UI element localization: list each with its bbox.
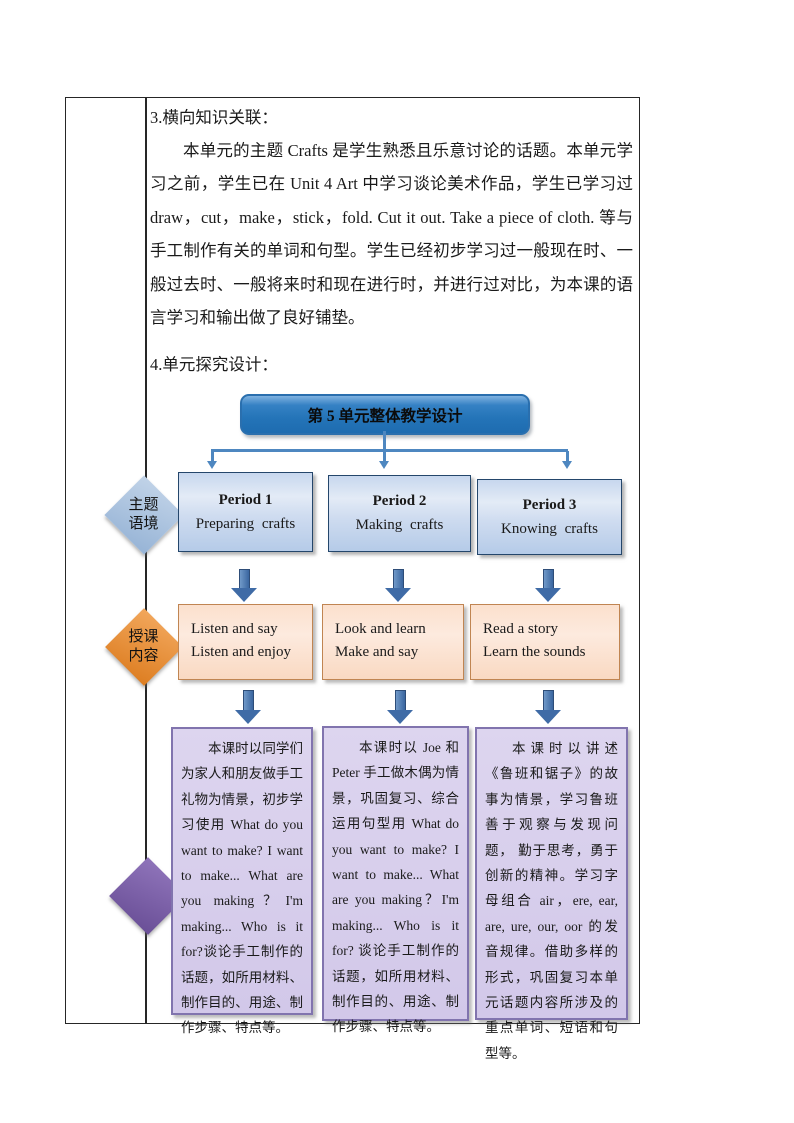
content-3-line2: Learn the sounds: [483, 644, 586, 660]
connector-drop-right: [566, 451, 569, 462]
teaching-content-label: 授课 内容: [105, 608, 182, 685]
connector-bar: [211, 449, 568, 452]
section-4-heading: 4.单元探究设计：: [150, 355, 278, 374]
content-2-line1: Look and learn: [335, 621, 426, 637]
period-2-subtitle: Making crafts: [355, 517, 444, 533]
content-2-line2: Make and say: [335, 644, 419, 660]
down-arrow-icon: [385, 569, 412, 602]
content-label-line2: 内容: [128, 647, 159, 664]
content-3-line1: Read a story: [483, 621, 558, 637]
theme-label-line2: 语境: [128, 515, 159, 532]
period-3-subtitle: Knowing crafts: [501, 520, 598, 537]
period-1-subtitle: Preparing crafts: [195, 515, 296, 532]
down-arrow-icon: [231, 569, 258, 602]
theme-context-label: 主题 语境: [104, 475, 183, 554]
period-1-box: Period 1 Preparing crafts: [178, 472, 313, 552]
period-1-title: Period 1: [218, 491, 273, 508]
down-arrow-icon: [387, 690, 414, 724]
arrowhead-icon: [379, 461, 389, 469]
connector-drop-left: [211, 451, 214, 462]
period-3-title: Period 3: [522, 496, 577, 513]
arrowhead-icon: [207, 461, 217, 469]
period-2-title: Period 2: [372, 493, 427, 509]
arrowhead-icon: [562, 461, 572, 469]
connector-drop-center: [383, 451, 386, 462]
detail-1-box: 本课时以同学们为家人和朋友做手工礼物为情景，初步学习使用 What do you…: [171, 727, 313, 1035]
connector-stem: [383, 431, 386, 450]
section-3-paragraph: 本单元的主题 Crafts 是学生熟悉且乐意讨论的话题。本单元学习之前，学生已在…: [150, 141, 633, 328]
theme-label-line1: 主题: [128, 496, 159, 513]
content-1-line2: Listen and enjoy: [191, 644, 291, 660]
teaching-content-diamond: 授课 内容: [104, 607, 183, 686]
table-column-divider: [145, 98, 147, 1023]
layout-table-border: [65, 97, 640, 1024]
content-3-box: Read a story Learn the sounds: [470, 604, 620, 680]
period-3-box: Period 3 Knowing crafts: [477, 479, 622, 555]
down-arrow-icon: [235, 690, 262, 724]
section-3-heading: 3.横向知识关联：: [150, 108, 278, 127]
theme-context-diamond: 主题 语境: [103, 474, 184, 555]
content-1-box: Listen and say Listen and enjoy: [178, 604, 313, 680]
detail-2-box: 本课时以 Joe 和 Peter 手工做木偶为情景，巩固复习、综合运用句型用 W…: [322, 726, 469, 1034]
content-1-line1: Listen and say: [191, 621, 278, 637]
content-2-box: Look and learn Make and say: [322, 604, 464, 680]
down-arrow-icon: [535, 569, 562, 602]
diagram-title-box: 第 5 单元整体教学设计: [240, 394, 530, 435]
down-arrow-icon: [535, 690, 562, 724]
detail-3-box: 本课时以讲述《鲁班和锯子》的故事为情景，学习鲁班善于观察与发现问题， 勤于思考，…: [475, 727, 628, 1061]
period-2-box: Period 2 Making crafts: [328, 475, 471, 552]
content-label-line1: 授课: [128, 628, 159, 645]
